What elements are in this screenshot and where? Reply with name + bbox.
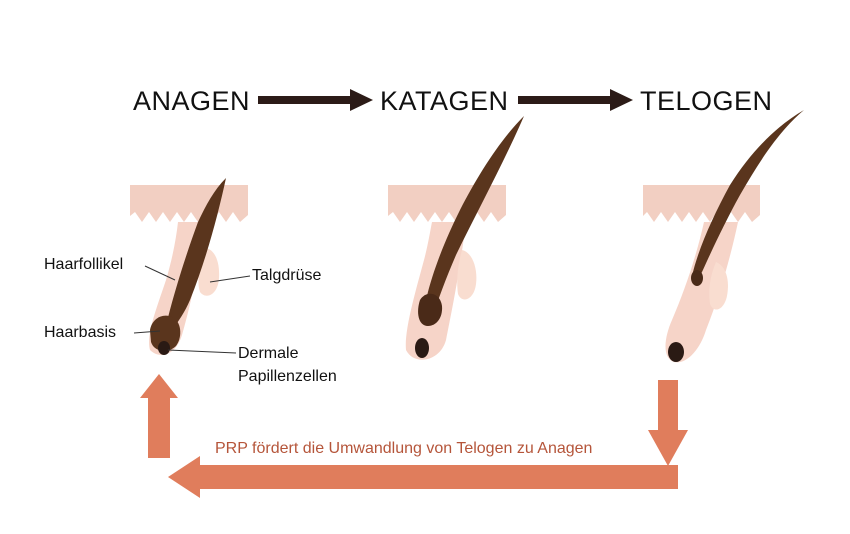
cycle-caption: PRP fördert die Umwandlung von Telogen z… (215, 440, 593, 457)
leader-dermale (167, 349, 237, 354)
anagen-skin-layer (130, 185, 248, 222)
telogen-dermal-papilla (668, 342, 684, 362)
phase-title-katagen: KATAGEN (380, 86, 509, 116)
label-dermale: Dermale (238, 345, 299, 362)
label-talgdruese: Talgdrüse (252, 267, 322, 284)
katagen-hair-shaft (423, 116, 524, 324)
katagen-follicle (388, 116, 524, 360)
label-haarbasis: Haarbasis (44, 324, 117, 341)
cycle-arrow-down (648, 380, 688, 466)
telogen-follicle-sheath (665, 222, 738, 363)
telogen-club-end (691, 270, 703, 286)
leader-haarbasis (133, 330, 161, 334)
anagen-dermal-papilla (158, 341, 170, 355)
phase-title-anagen: ANAGEN (133, 86, 251, 116)
katagen-dermal-papilla (415, 338, 429, 358)
anagen-hair-shaft (165, 178, 226, 333)
katagen-sebaceous-gland (457, 250, 477, 300)
label-papillenzellen: Papillenzellen (238, 368, 337, 385)
telogen-hair-shaft (692, 110, 804, 280)
phase-title-telogen: TELOGEN (640, 86, 773, 116)
katagen-hair-bulb (418, 293, 443, 326)
anagen-follicle (130, 178, 251, 355)
leader-talgdruese (209, 275, 251, 283)
cycle-arrow-left (168, 456, 678, 498)
arrow-katagen-to-telogen (518, 89, 633, 111)
arrow-anagen-to-katagen (258, 89, 373, 111)
cycle-arrow-up (140, 374, 178, 458)
anagen-hair-bulb (150, 315, 181, 351)
leader-haarfollikel (144, 265, 176, 281)
telogen-follicle (643, 110, 804, 363)
label-haarfollikel: Haarfollikel (44, 256, 124, 273)
telogen-sebaceous-gland (709, 262, 728, 310)
